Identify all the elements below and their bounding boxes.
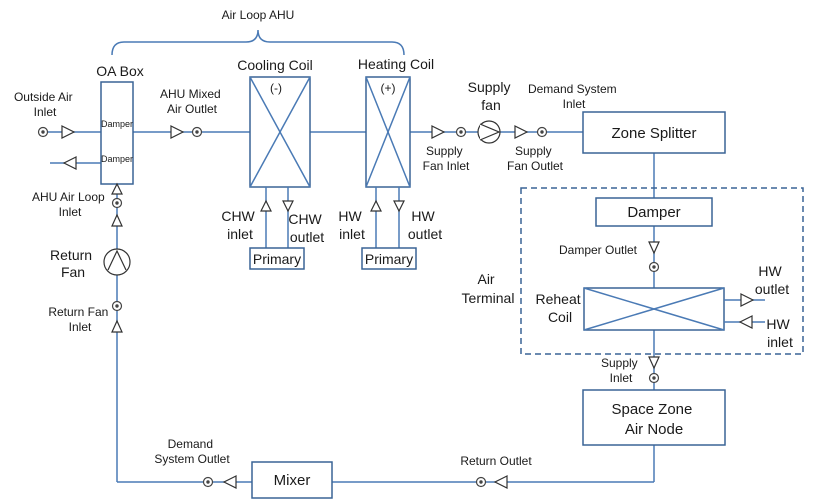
- air-loop-bracket: [111, 29, 405, 56]
- cooling-primary-label: Primary: [253, 251, 301, 267]
- chw-inlet-label: CHW inlet: [221, 208, 258, 242]
- reheat-hw-inlet-label: HW inlet: [766, 316, 793, 350]
- outside-air-inlet-node: [37, 126, 49, 138]
- supply-inlet-arrow: [648, 356, 660, 370]
- supply-fan-inlet-label: Supply Fan Inlet: [423, 144, 470, 173]
- oa-damper-top: Damper: [101, 119, 133, 129]
- ahu-mixed-air-outlet-label: AHU Mixed Air Outlet: [160, 87, 224, 116]
- demand-system-outlet-arrow: [222, 475, 237, 489]
- oa-damper-bottom: Damper: [101, 154, 133, 164]
- supply-fan-label: Supply fan: [468, 79, 515, 113]
- chw-outlet-label: CHW outlet: [288, 211, 325, 245]
- damper-outlet-node: [648, 261, 660, 273]
- air-terminal-boundary: [520, 187, 804, 355]
- reheat-hw-inlet-arrow: [738, 315, 753, 329]
- ahu-mixed-air-outlet-node: [191, 126, 203, 138]
- loop-inlet-arrow-1: [111, 182, 123, 195]
- return-fan-inlet-label: Return Fan Inlet: [48, 305, 111, 334]
- heating-primary-label: Primary: [365, 251, 413, 267]
- cooling-sign: (-): [270, 81, 282, 95]
- hw-inlet-label: HW inlet: [338, 208, 365, 242]
- demand-system-outlet-label: Demand System Outlet: [154, 437, 230, 466]
- terminal-damper: [595, 197, 713, 227]
- supply-fan-inlet-node: [455, 126, 467, 138]
- zone-splitter-label: Zone Splitter: [611, 125, 696, 142]
- mixer: [251, 461, 333, 499]
- return-outlet-arrow: [493, 475, 508, 489]
- loop-inlet-arrow-2: [111, 213, 123, 227]
- return-outlet-node: [475, 476, 487, 488]
- supply-fan-inlet-arrow: [431, 125, 446, 139]
- outside-air-inlet-label: Outside Air Inlet: [14, 90, 76, 119]
- return-outlet-label: Return Outlet: [460, 454, 532, 468]
- cooling-primary-box: [249, 247, 305, 270]
- hw-inlet-arrow: [370, 199, 382, 212]
- return-fan-inlet-arrow: [111, 319, 123, 333]
- reheat-hw-outlet-label: HW outlet: [755, 263, 789, 297]
- air-loop-title: Air Loop AHU: [222, 8, 295, 22]
- oa-box-title: OA Box: [96, 63, 143, 79]
- ahu-air-loop-inlet-label: AHU Air Loop Inlet: [32, 190, 108, 219]
- supply-fan-blade: [479, 123, 501, 141]
- heating-coil-title: Heating Coil: [358, 56, 434, 72]
- hw-outlet-label: HW outlet: [408, 208, 442, 242]
- cooling-coil-title: Cooling Coil: [237, 57, 312, 73]
- supply-fan-outlet-label: Supply Fan Outlet: [507, 144, 564, 173]
- damper-outlet-arrow: [648, 241, 660, 255]
- relief-air-arrow: [62, 156, 77, 170]
- terminal-damper-label: Damper: [627, 204, 680, 221]
- supply-fan-outlet-node: [536, 126, 548, 138]
- outside-air-arrow: [61, 125, 76, 139]
- demand-system-outlet-node: [202, 476, 214, 488]
- chw-inlet-arrow: [260, 199, 272, 212]
- reheat-coil-label: Reheat Coil: [535, 291, 584, 325]
- space-zone-air-node: [582, 389, 726, 446]
- return-fan-label: Return Fan: [50, 247, 96, 280]
- supply-inlet-node: [648, 372, 660, 384]
- zone-splitter: [582, 111, 726, 154]
- hw-outlet-arrow: [393, 200, 405, 213]
- chw-outlet-arrow: [282, 200, 294, 213]
- heating-sign: (+): [381, 81, 396, 95]
- reheat-hw-outlet-arrow: [740, 293, 755, 307]
- return-fan-inlet-node: [111, 300, 123, 312]
- demand-system-inlet-label: Demand System Inlet: [528, 82, 620, 111]
- oa-box: [100, 81, 134, 185]
- space-zone-label: Space Zone Air Node: [611, 401, 696, 438]
- mixed-air-arrow: [170, 125, 185, 139]
- supply-fan-outlet-arrow: [514, 125, 529, 139]
- ahu-air-loop-inlet-node: [111, 197, 123, 209]
- air-terminal-label: Air Terminal: [462, 271, 515, 306]
- return-fan-blade: [107, 249, 127, 271]
- mixer-label: Mixer: [274, 472, 311, 489]
- heating-primary-box: [361, 247, 417, 270]
- damper-outlet-label: Damper Outlet: [559, 243, 638, 257]
- supply-inlet-label: Supply Inlet: [601, 356, 641, 385]
